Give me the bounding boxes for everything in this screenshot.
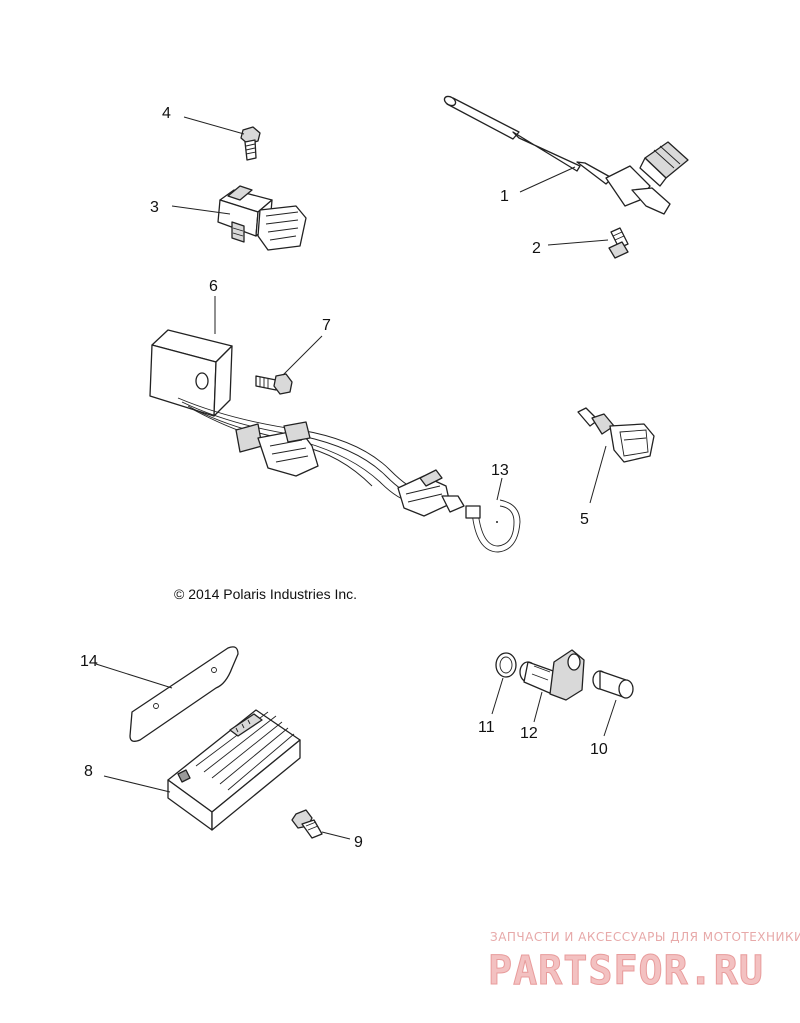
part-12-cam-sensor [519, 649, 585, 701]
callout-4: 4 [162, 105, 171, 122]
part-3-map-sensor [217, 185, 307, 251]
part-10-bolt [592, 670, 634, 699]
part-14-gasket [129, 646, 239, 742]
part-13-clamp [465, 499, 521, 553]
part-6-module-harness [149, 329, 465, 517]
callout-6: 6 [209, 278, 218, 295]
part-5-temp-sensor [577, 407, 655, 463]
callout-12: 12 [520, 725, 538, 742]
callout-7: 7 [322, 317, 331, 334]
callout-11: 11 [478, 719, 495, 736]
part-2-bolt [608, 227, 629, 259]
callout-1: 1 [500, 188, 509, 205]
callout-10: 10 [590, 741, 608, 758]
callout-5: 5 [580, 511, 589, 528]
callout-14: 14 [80, 653, 98, 670]
callout-9: 9 [354, 834, 363, 851]
part-11-oring [495, 652, 517, 678]
part-8-regulator [167, 709, 301, 831]
callout-13: 13 [491, 462, 509, 479]
part-7-bolt [255, 373, 293, 395]
watermark-brand: PARTSFOR.RU [488, 948, 764, 994]
part-1-speed-sensor [443, 95, 689, 215]
copyright-notice: © 2014 Polaris Industries Inc. [174, 586, 357, 602]
watermark-tagline: ЗАПЧАСТИ И АКСЕССУАРЫ ДЛЯ МОТОТЕХНИКИ [490, 930, 800, 944]
callout-3: 3 [150, 199, 159, 216]
callout-8: 8 [84, 763, 93, 780]
part-4-bolt [240, 126, 261, 161]
callout-2: 2 [532, 240, 541, 257]
part-9-bolt [291, 809, 323, 839]
